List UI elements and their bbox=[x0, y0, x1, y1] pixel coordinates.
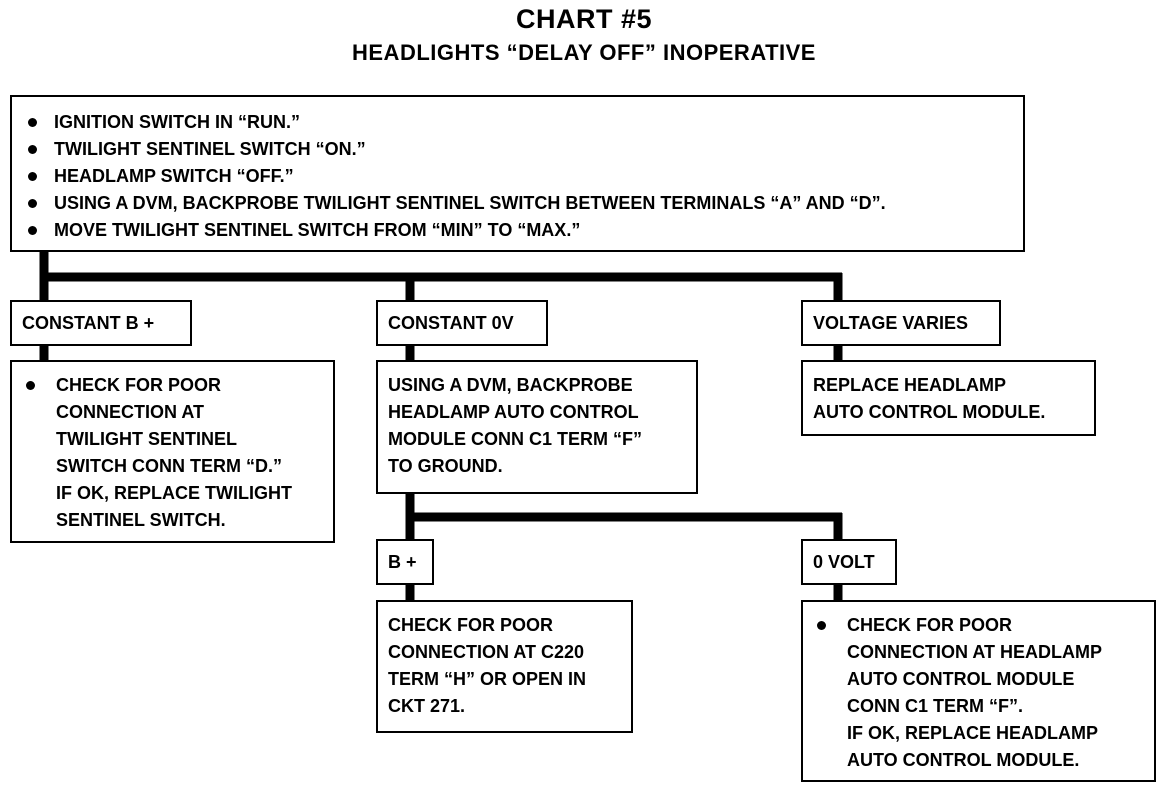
sub-branch-label-b-plus: B + bbox=[376, 539, 434, 585]
branch-label-text: 0 VOLT bbox=[813, 551, 875, 572]
action-bullet: CHECK FOR POOR CONNECTION AT TWILIGHT SE… bbox=[22, 372, 323, 534]
action-line: CHECK FOR POOR bbox=[847, 615, 1013, 635]
start-step: USING A DVM, BACKPROBE TWILIGHT SENTINEL… bbox=[22, 190, 1013, 217]
action-box-left: CHECK FOR POOR CONNECTION AT TWILIGHT SE… bbox=[10, 360, 335, 543]
branch-label-text: B + bbox=[388, 551, 417, 572]
action-line: CONNECTION AT C220 bbox=[388, 642, 585, 662]
start-conditions-box: IGNITION SWITCH IN “RUN.” TWILIGHT SENTI… bbox=[10, 95, 1025, 252]
action-line: CKT 271. bbox=[388, 696, 466, 716]
action-line: HEADLAMP AUTO CONTROL bbox=[388, 402, 639, 422]
branch-label-text: CONSTANT 0V bbox=[388, 312, 514, 333]
action-line: TO GROUND. bbox=[388, 456, 503, 476]
chart-subtitle: HEADLIGHTS “DELAY OFF” INOPERATIVE bbox=[352, 40, 816, 65]
branch-label-text: CONSTANT B + bbox=[22, 312, 155, 333]
action-line: IF OK, REPLACE TWILIGHT bbox=[56, 483, 292, 503]
action-line: AUTO CONTROL MODULE. bbox=[847, 750, 1080, 770]
action-line: IF OK, REPLACE HEADLAMP bbox=[847, 723, 1099, 743]
action-line: AUTO CONTROL MODULE. bbox=[813, 402, 1046, 422]
branch-label-constant-b-plus: CONSTANT B + bbox=[10, 300, 192, 346]
action-line: SWITCH CONN TERM “D.” bbox=[56, 456, 282, 476]
action-line: USING A DVM, BACKPROBE bbox=[388, 375, 633, 395]
start-step: TWILIGHT SENTINEL SWITCH “ON.” bbox=[22, 136, 1013, 163]
branch-label-voltage-varies: VOLTAGE VARIES bbox=[801, 300, 1001, 346]
action-line: CONNECTION AT bbox=[56, 402, 204, 422]
action-line: MODULE CONN C1 TERM “F” bbox=[388, 429, 642, 449]
start-step: HEADLAMP SWITCH “OFF.” bbox=[22, 163, 1013, 190]
sub-branch-label-0-volt: 0 VOLT bbox=[801, 539, 897, 585]
start-step: IGNITION SWITCH IN “RUN.” bbox=[22, 109, 1013, 136]
start-steps-list: IGNITION SWITCH IN “RUN.” TWILIGHT SENTI… bbox=[22, 109, 1013, 244]
action-line: AUTO CONTROL MODULE bbox=[847, 669, 1075, 689]
action-line: REPLACE HEADLAMP bbox=[813, 375, 1007, 395]
action-box-middle: USING A DVM, BACKPROBE HEADLAMP AUTO CON… bbox=[376, 360, 698, 494]
start-step: MOVE TWILIGHT SENTINEL SWITCH FROM “MIN”… bbox=[22, 217, 1013, 244]
branch-label-text: VOLTAGE VARIES bbox=[813, 312, 969, 333]
action-line: SENTINEL SWITCH. bbox=[56, 510, 226, 530]
sub-action-box-right: CHECK FOR POOR CONNECTION AT HEADLAMP AU… bbox=[801, 600, 1156, 782]
action-line: CONNECTION AT HEADLAMP bbox=[847, 642, 1102, 662]
branch-label-constant-0v: CONSTANT 0V bbox=[376, 300, 548, 346]
action-line: CHECK FOR POOR bbox=[388, 615, 554, 635]
action-box-right: REPLACE HEADLAMP AUTO CONTROL MODULE. bbox=[801, 360, 1096, 436]
sub-action-box-left: CHECK FOR POOR CONNECTION AT C220 TERM “… bbox=[376, 600, 633, 733]
action-line: CONN C1 TERM “F”. bbox=[847, 696, 1024, 716]
chart-title: CHART #5 bbox=[515, 4, 653, 34]
action-line: CHECK FOR POOR bbox=[56, 375, 222, 395]
action-bullet: CHECK FOR POOR CONNECTION AT HEADLAMP AU… bbox=[813, 612, 1144, 774]
action-line: TERM “H” OR OPEN IN bbox=[388, 669, 587, 689]
action-line: TWILIGHT SENTINEL bbox=[56, 429, 237, 449]
